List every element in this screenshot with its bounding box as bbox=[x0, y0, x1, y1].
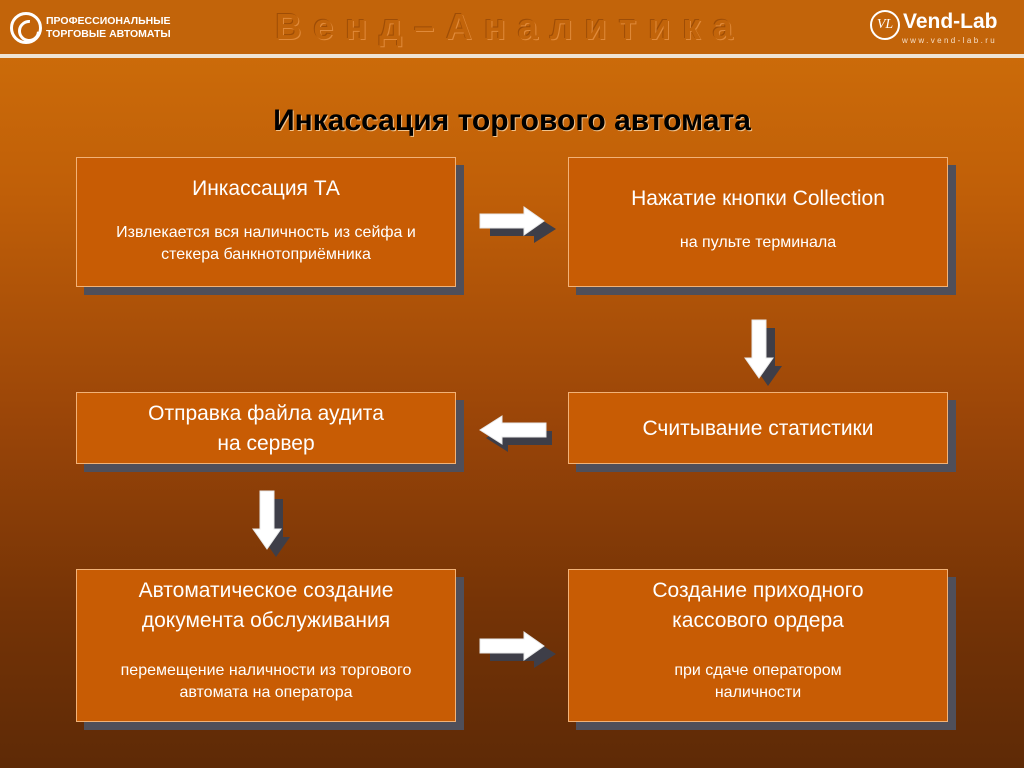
arrow-left-icon bbox=[479, 415, 552, 452]
logo-right-brand: Vend-Lab bbox=[903, 10, 998, 33]
step-title: Отправка файла аудита на сервер bbox=[148, 402, 384, 455]
logo-right-url: www.vend-lab.ru bbox=[902, 36, 998, 45]
header-title: Венд–Аналитика bbox=[275, 6, 745, 47]
step-title: Инкассация ТА bbox=[192, 177, 340, 200]
arrow-right-icon bbox=[479, 206, 556, 243]
step-box-read-statistics: Считывание статистики bbox=[568, 392, 948, 464]
step-title: Создание приходного кассового ордера bbox=[652, 579, 864, 632]
header-bar bbox=[0, 0, 1024, 54]
step-title: Считывание статистики bbox=[642, 417, 874, 440]
step-subtitle: при сдаче оператором наличности bbox=[674, 662, 842, 701]
step-box-service-document: Автоматическое создание документа обслуж… bbox=[76, 569, 456, 722]
step-title: Нажатие кнопки Collection bbox=[631, 187, 885, 210]
arrow-down-icon bbox=[744, 319, 782, 386]
step-subtitle: Извлекается вся наличность из сейфа и ст… bbox=[116, 224, 416, 263]
step-title: Автоматическое создание документа обслуж… bbox=[138, 579, 394, 632]
arrow-right-icon bbox=[479, 631, 556, 668]
logo-circle-icon bbox=[10, 12, 42, 44]
page-title: Инкассация торгового автомата bbox=[273, 104, 751, 137]
step-subtitle: на пульте терминала bbox=[679, 234, 837, 251]
step-subtitle: перемещение наличности из торгового авто… bbox=[120, 662, 412, 701]
logo-left-text: ПРОФЕССИОНАЛЬНЫЕ ТОРГОВЫЕ АВТОМАТЫ bbox=[46, 15, 171, 41]
arrow-down-icon bbox=[252, 490, 290, 557]
step-box-collection: Инкассация ТА Извлекается вся наличность… bbox=[76, 157, 456, 287]
logo-left: ПРОФЕССИОНАЛЬНЫЕ ТОРГОВЫЕ АВТОМАТЫ bbox=[10, 10, 171, 46]
logo-left-line2: ТОРГОВЫЕ АВТОМАТЫ bbox=[46, 28, 171, 40]
header-divider bbox=[0, 54, 1024, 58]
vl-logo-mark: VL bbox=[870, 10, 900, 40]
logo-left-line1: ПРОФЕССИОНАЛЬНЫЕ bbox=[46, 15, 171, 27]
logo-right: VL Vend-Lab www.vend-lab.ru bbox=[870, 8, 1010, 48]
step-box-cash-order: Создание приходного кассового ордера при… bbox=[568, 569, 948, 722]
step-box-send-audit: Отправка файла аудита на сервер bbox=[76, 392, 456, 464]
step-box-press-button: Нажатие кнопки Collection на пульте терм… bbox=[568, 157, 948, 287]
